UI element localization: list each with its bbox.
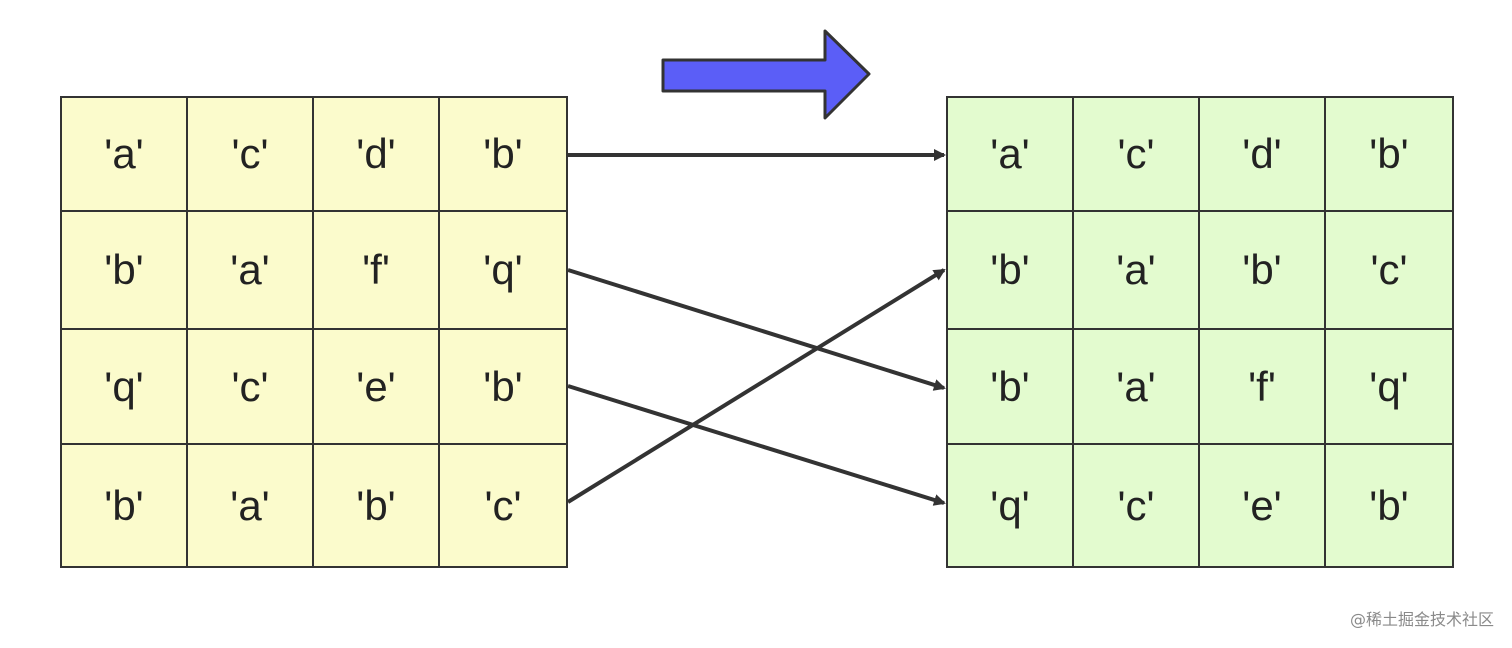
grid-cell: 'c' bbox=[188, 330, 314, 445]
grid-cell: 'b' bbox=[1200, 212, 1326, 330]
grid-cell: 'a' bbox=[1074, 330, 1200, 445]
grid-cell: 'f' bbox=[1200, 330, 1326, 445]
grid-cell: 'c' bbox=[1074, 445, 1200, 566]
source-grid: 'a' 'c' 'd' 'b' 'b' 'a' 'f' 'q' 'q' 'c' … bbox=[60, 96, 568, 568]
grid-cell: 'q' bbox=[1326, 330, 1452, 445]
grid-cell: 'b' bbox=[948, 330, 1074, 445]
grid-cell: 'b' bbox=[1369, 481, 1409, 529]
grid-cell: 'q' bbox=[62, 330, 188, 445]
grid-cell: 'q' bbox=[440, 212, 566, 330]
watermark-text: @稀土掘金技术社区 bbox=[1349, 610, 1494, 629]
grid-cell: 'c' bbox=[188, 98, 314, 212]
grid-cell: 'c' bbox=[1326, 212, 1452, 330]
grid-cell: 'c' bbox=[1074, 98, 1200, 212]
grid-cell: 'a' bbox=[188, 445, 314, 566]
grid-cell: 'b' bbox=[948, 212, 1074, 330]
grid-cell: 'b' bbox=[1326, 98, 1452, 212]
grid-cell: 'e' bbox=[314, 330, 440, 445]
row-mapping-arrow bbox=[566, 268, 946, 504]
grid-cell: 'b' bbox=[62, 445, 188, 566]
row-mapping-arrow bbox=[567, 268, 946, 391]
grid-cell: 'd' bbox=[1200, 98, 1326, 212]
grid-cell: 'a' bbox=[188, 212, 314, 330]
grid-cell: 'c' bbox=[484, 481, 522, 529]
grid-cell: 'b' bbox=[440, 330, 566, 445]
grid-cell: 'f' bbox=[314, 212, 440, 330]
sorted-grid: 'a' 'c' 'd' 'b' 'b' 'a' 'b' 'c' 'b' 'a' … bbox=[946, 96, 1454, 568]
row-mapping-arrow bbox=[567, 384, 946, 506]
grid-cell: 'a' bbox=[62, 98, 188, 212]
grid-cell: 'd' bbox=[314, 98, 440, 212]
grid-cell: 'a' bbox=[1074, 212, 1200, 330]
grid-cell: 'b' bbox=[62, 212, 188, 330]
grid-cell: 'a' bbox=[948, 98, 1074, 212]
right-arrow-icon bbox=[661, 29, 871, 120]
grid-cell: 'e' bbox=[1200, 445, 1326, 566]
grid-cell: 'b' bbox=[440, 98, 566, 212]
grid-cell: 'q' bbox=[948, 445, 1074, 566]
grid-cell: 'b' bbox=[314, 445, 440, 566]
